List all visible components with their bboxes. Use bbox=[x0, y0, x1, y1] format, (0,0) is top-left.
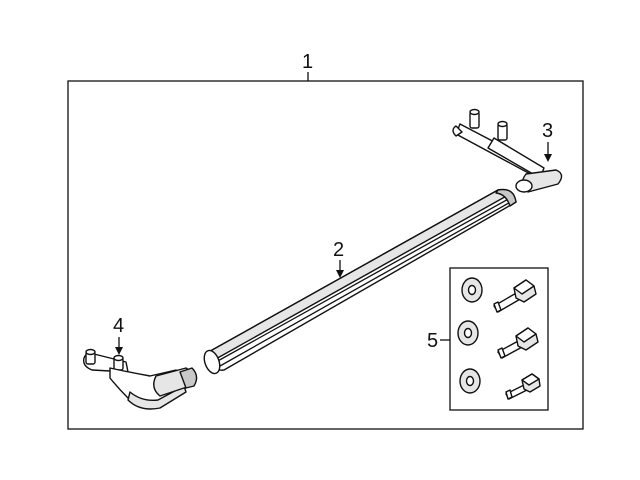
callout-4-label: 4 bbox=[113, 315, 124, 337]
bolt-3 bbox=[505, 373, 541, 400]
front-bracket[interactable] bbox=[82, 348, 198, 410]
washer-1 bbox=[461, 277, 483, 303]
callout-3-label: 3 bbox=[542, 120, 553, 142]
washer-3 bbox=[459, 368, 481, 394]
callout-2[interactable]: 2 bbox=[333, 239, 344, 278]
assembly-frame bbox=[67, 80, 584, 430]
callout-3[interactable]: 3 bbox=[542, 120, 553, 162]
callout-2-label: 2 bbox=[333, 239, 344, 261]
hardware-kit-frame bbox=[449, 267, 549, 411]
callout-1-label: 1 bbox=[302, 51, 313, 73]
callout-5-label: 5 bbox=[427, 330, 438, 352]
callout-1[interactable]: 1 bbox=[302, 51, 313, 81]
bolt-2 bbox=[497, 327, 539, 359]
bolt-1 bbox=[493, 279, 537, 313]
washer-2 bbox=[457, 320, 479, 346]
rear-bracket[interactable] bbox=[452, 108, 563, 193]
hardware-kit[interactable] bbox=[449, 267, 549, 411]
callout-4[interactable]: 4 bbox=[113, 315, 124, 355]
running-board[interactable] bbox=[201, 188, 517, 376]
callout-5[interactable]: 5 bbox=[427, 330, 450, 352]
